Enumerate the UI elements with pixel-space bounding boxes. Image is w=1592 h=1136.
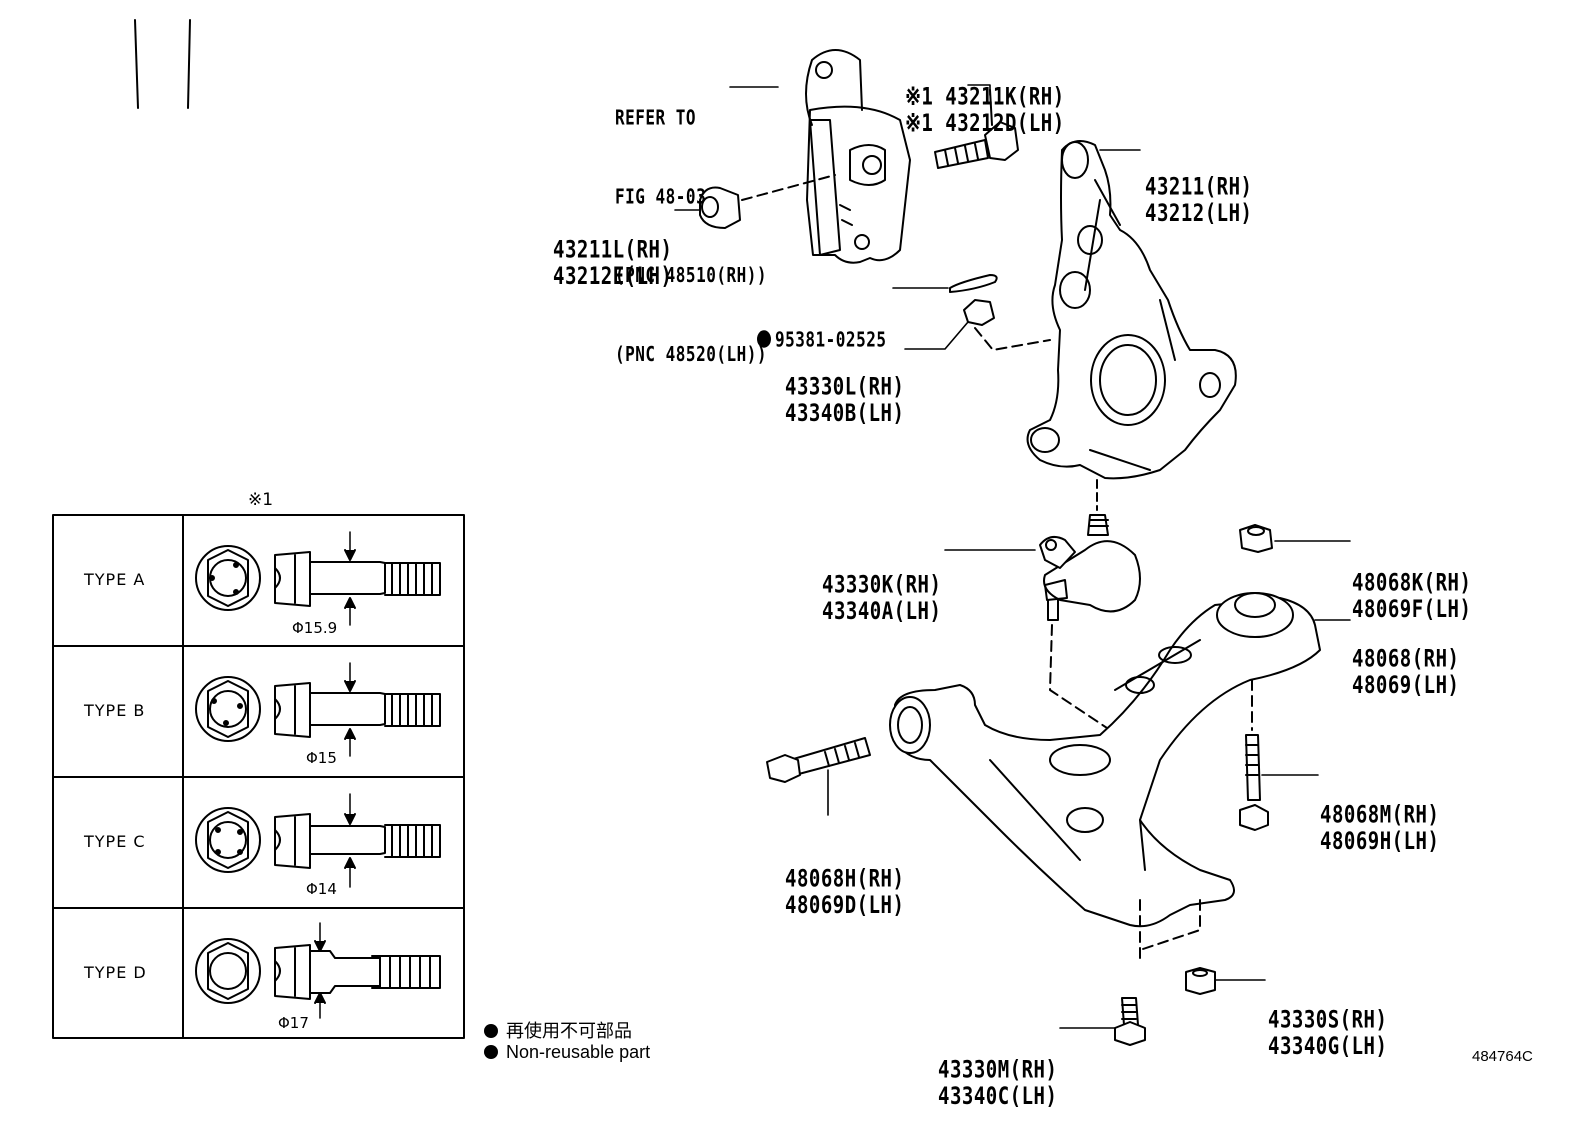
front-bolt-illustration	[766, 737, 871, 783]
cotter-pin-illustration	[949, 274, 1051, 351]
table-diameter-label: Φ14	[306, 880, 337, 898]
hub-bolt-type-d-drawing	[195, 922, 441, 1019]
lower-bolt-illustration	[1114, 997, 1146, 1046]
table-type-label: TYPE D	[84, 963, 147, 982]
table-note-mark: ※1	[248, 490, 274, 510]
leader-lines	[674, 84, 1351, 1029]
part-label-bolt-knuckle: ※1 43211K(RH)※1 43212D(LH)	[905, 83, 1065, 137]
part-label-bolt-lower: 43330M(RH)43340C(LH)	[938, 1056, 1058, 1110]
refer-note: REFER TO FIG 48-03 (PNC 48510(RH)) (PNC …	[615, 105, 767, 366]
table-type-label: TYPE A	[84, 570, 146, 589]
figure-id: 484764C	[1472, 1048, 1533, 1065]
non-reusable-dot-icon	[484, 1024, 499, 1038]
part-label-nut-upper: 43330L(RH)43340B(LH)	[785, 373, 905, 427]
non-reusable-dot-icon	[484, 1045, 499, 1059]
part-label-bolt-front: 48068H(RH)48069D(LH)	[785, 865, 905, 919]
lower-arm-illustration	[889, 592, 1321, 961]
lower-nut-illustration	[1185, 967, 1216, 995]
knuckle-bolt-illustration	[934, 89, 1019, 169]
table-diameter-label: Φ15.9	[292, 619, 338, 637]
part-label-lower-arm: 48068(RH)48069(LH)	[1352, 645, 1460, 699]
part-label-nut-arm: 48068K(RH)48069F(LH)	[1352, 569, 1472, 623]
hub-bolt-type-b-drawing	[195, 662, 441, 757]
legend-jp: 再使用不可部品	[474, 996, 632, 1043]
vertical-bolt-illustration	[1239, 679, 1269, 831]
table-type-label: TYPE C	[84, 832, 146, 851]
ball-joint-illustration	[1039, 479, 1141, 731]
part-label-cotter-pin: 95381-02525	[757, 274, 886, 379]
washer-illustration	[699, 174, 836, 229]
legend-en: Non-reusable part	[474, 1021, 650, 1063]
shock-absorber-illustration	[134, 19, 911, 264]
steering-knuckle-illustration	[1026, 140, 1237, 480]
table-type-label: TYPE B	[84, 701, 146, 720]
hub-bolt-type-c-drawing	[195, 793, 441, 888]
table-diameter-label: Φ15	[306, 749, 337, 767]
table-diameter-label: Φ17	[278, 1014, 309, 1032]
part-label-ball-joint: 43330K(RH)43340A(LH)	[822, 571, 942, 625]
hub-bolt-type-a-drawing	[195, 531, 441, 626]
part-label-nut-lower: 43330S(RH)43340G(LH)	[1268, 1006, 1388, 1060]
part-label-knuckle: 43211(RH)43212(LH)	[1145, 173, 1253, 227]
part-label-bolt-vertical: 48068M(RH)48069H(LH)	[1320, 801, 1440, 855]
part-label-washer: 43211L(RH)43212E(LH)	[553, 236, 673, 290]
arm-nut-illustration	[1239, 524, 1273, 553]
fastener-table	[52, 514, 465, 1039]
